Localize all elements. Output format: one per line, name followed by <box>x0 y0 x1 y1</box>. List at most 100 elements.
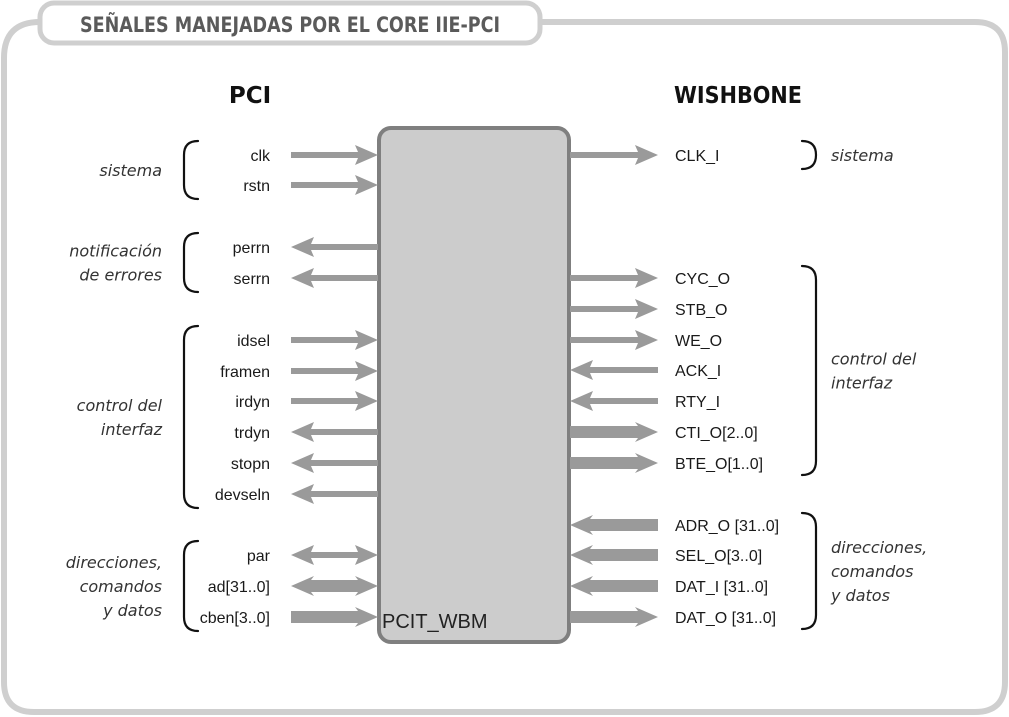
signal-label: DAT_I [31..0] <box>675 579 768 596</box>
group-brace <box>182 139 200 201</box>
group-label: sistema <box>831 146 894 165</box>
group-brace <box>182 539 200 633</box>
signal-label: trdyn <box>234 425 270 442</box>
group-brace <box>800 264 818 477</box>
wishbone-signal-dat-i-31-0: DAT_I [31..0] <box>570 576 768 596</box>
bus-arrow <box>291 607 378 627</box>
core-block <box>377 126 571 644</box>
signal-arrow <box>291 545 378 565</box>
signal-arrow <box>291 453 378 473</box>
group-label: interfaz <box>101 420 163 439</box>
bus-arrow <box>570 515 658 535</box>
signal-label: devseln <box>215 487 270 504</box>
bus-arrow <box>570 453 658 473</box>
group-label: control del <box>831 350 917 369</box>
signal-arrow <box>570 330 658 350</box>
group-label: control del <box>77 396 163 415</box>
signal-arrow <box>291 268 378 288</box>
signal-arrow <box>570 299 658 319</box>
signal-label: CYC_O <box>675 271 730 288</box>
group-label: sistema <box>99 161 162 180</box>
pci-signal-idsel: idsel <box>237 330 378 350</box>
signal-label: irdyn <box>235 394 270 411</box>
wishbone-group-control-del-interfaz: CYC_O STB_O WE_O ACK_I RTY_I CTI_O[2..0] BTE_O… <box>570 264 917 477</box>
bus-arrow <box>291 576 378 596</box>
bus-arrow <box>570 607 658 627</box>
signal-label: ad[31..0] <box>208 579 270 596</box>
signal-arrow <box>570 391 658 411</box>
wishbone-signal-rty-i: RTY_I <box>570 391 720 411</box>
wishbone-signal-clk-i: CLK_I <box>570 145 719 165</box>
signal-label: CLK_I <box>675 148 719 165</box>
signal-label: par <box>247 548 271 565</box>
group-label: comandos <box>80 577 162 596</box>
signal-label: BTE_O[1..0] <box>675 456 763 473</box>
wishbone-signal-we-o: WE_O <box>570 330 722 350</box>
signal-label: ACK_I <box>675 363 721 380</box>
pci-header: PCI <box>229 83 271 109</box>
group-label: de errores <box>79 266 162 285</box>
signal-label: WE_O <box>675 333 722 350</box>
pci-signal-ad-31-0: ad[31..0] <box>208 576 378 596</box>
signal-arrow <box>570 145 658 165</box>
pci-signal-stopn: stopn <box>231 453 378 473</box>
group-label: interfaz <box>831 374 893 393</box>
bus-arrow <box>570 576 658 596</box>
core-label: PCIT_WBM <box>382 611 488 633</box>
pci-signal-irdyn: irdyn <box>235 391 378 411</box>
pci-signal-devseln: devseln <box>215 484 378 504</box>
signal-arrow <box>291 175 378 195</box>
wishbone-signal-cyc-o: CYC_O <box>570 268 730 288</box>
pci-group-sistema: clk rstn sistema <box>99 139 378 201</box>
signal-arrow <box>291 391 378 411</box>
signal-arrow <box>570 360 658 380</box>
pci-signal-clk: clk <box>250 145 378 165</box>
signal-arrow <box>291 145 378 165</box>
signal-label: rstn <box>243 178 270 195</box>
signal-arrow <box>570 268 658 288</box>
wishbone-signal-cti-o-2-0: CTI_O[2..0] <box>570 422 758 442</box>
wishbone-signal-stb-o: STB_O <box>570 299 727 319</box>
group-brace <box>182 324 200 510</box>
group-brace <box>182 231 200 294</box>
signal-label: idsel <box>237 333 270 350</box>
wishbone-signal-ack-i: ACK_I <box>570 360 721 380</box>
signal-label: stopn <box>231 456 270 473</box>
signal-label: CTI_O[2..0] <box>675 425 758 442</box>
signal-label: framen <box>220 364 270 381</box>
signal-label: SEL_O[3..0] <box>675 548 762 565</box>
signal-label: RTY_I <box>675 394 720 411</box>
signal-arrow <box>291 361 378 381</box>
group-brace <box>800 511 818 631</box>
group-label: direcciones, <box>831 538 927 557</box>
pci-signal-trdyn: trdyn <box>234 422 378 442</box>
signal-label: perrn <box>233 240 270 257</box>
wishbone-signal-adr-o-31-0: ADR_O [31..0] <box>570 515 779 535</box>
wishbone-signal-sel-o-3-0: SEL_O[3..0] <box>570 545 762 565</box>
wishbone-group-direcciones-comandos-y-datos: ADR_O [31..0] SEL_O[3..0] DAT_I [31..0] DAT… <box>570 511 927 631</box>
wishbone-header: WISHBONE <box>674 83 802 109</box>
wishbone-group-sistema: CLK_I sistema <box>570 139 894 171</box>
signal-label: DAT_O [31..0] <box>675 610 776 627</box>
pci-group-control-del-interfaz: idsel framen irdyn trdyn stopn devseln control… <box>77 324 378 510</box>
signal-arrow <box>291 330 378 350</box>
group-label: notificación <box>69 242 162 261</box>
signal-label: cben[3..0] <box>200 610 270 627</box>
pci-signal-perrn: perrn <box>233 237 378 257</box>
pci-signal-framen: framen <box>220 361 378 381</box>
group-brace <box>800 139 818 171</box>
signal-label: clk <box>250 148 271 165</box>
bus-arrow <box>570 422 658 442</box>
signal-arrow <box>291 484 378 504</box>
pci-signal-par: par <box>247 545 378 565</box>
pci-signal-cben-3-0: cben[3..0] <box>200 607 378 627</box>
group-label: comandos <box>831 562 913 581</box>
wishbone-signal-bte-o-1-0: BTE_O[1..0] <box>570 453 763 473</box>
bus-arrow <box>570 545 658 565</box>
wishbone-signal-dat-o-31-0: DAT_O [31..0] <box>570 607 776 627</box>
pci-signal-rstn: rstn <box>243 175 378 195</box>
signal-arrow <box>291 422 378 442</box>
